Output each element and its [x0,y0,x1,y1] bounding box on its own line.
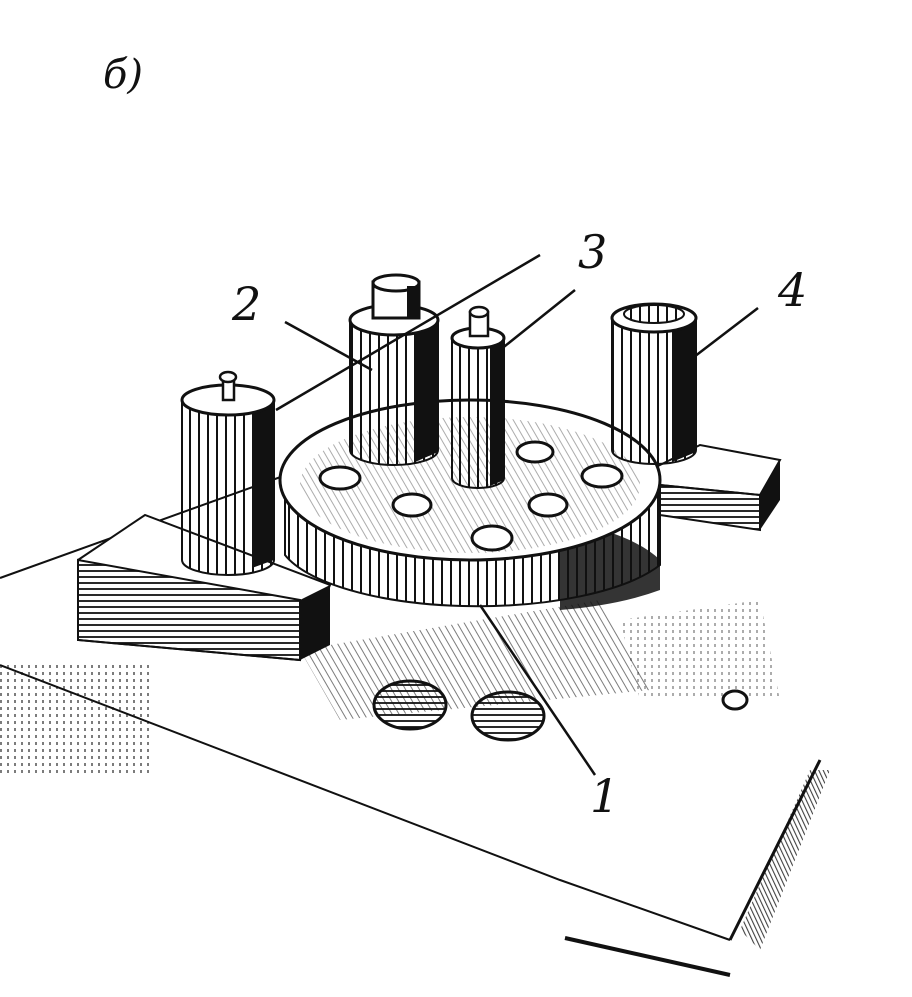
callout-4: 4 [777,263,807,317]
left-cylinder [180,370,276,576]
callout-1: 1 [590,769,619,823]
base-holes [372,679,749,742]
left-block [77,513,332,662]
cylinder-4 [610,302,698,465]
callout-2: 2 [231,277,261,331]
cylinder-3 [450,305,506,489]
panel-label: б) [103,52,143,98]
callout-3: 3 [578,225,607,279]
cylinder-2 [348,273,440,466]
leader-lines [275,253,759,776]
disc-holes [318,440,624,552]
